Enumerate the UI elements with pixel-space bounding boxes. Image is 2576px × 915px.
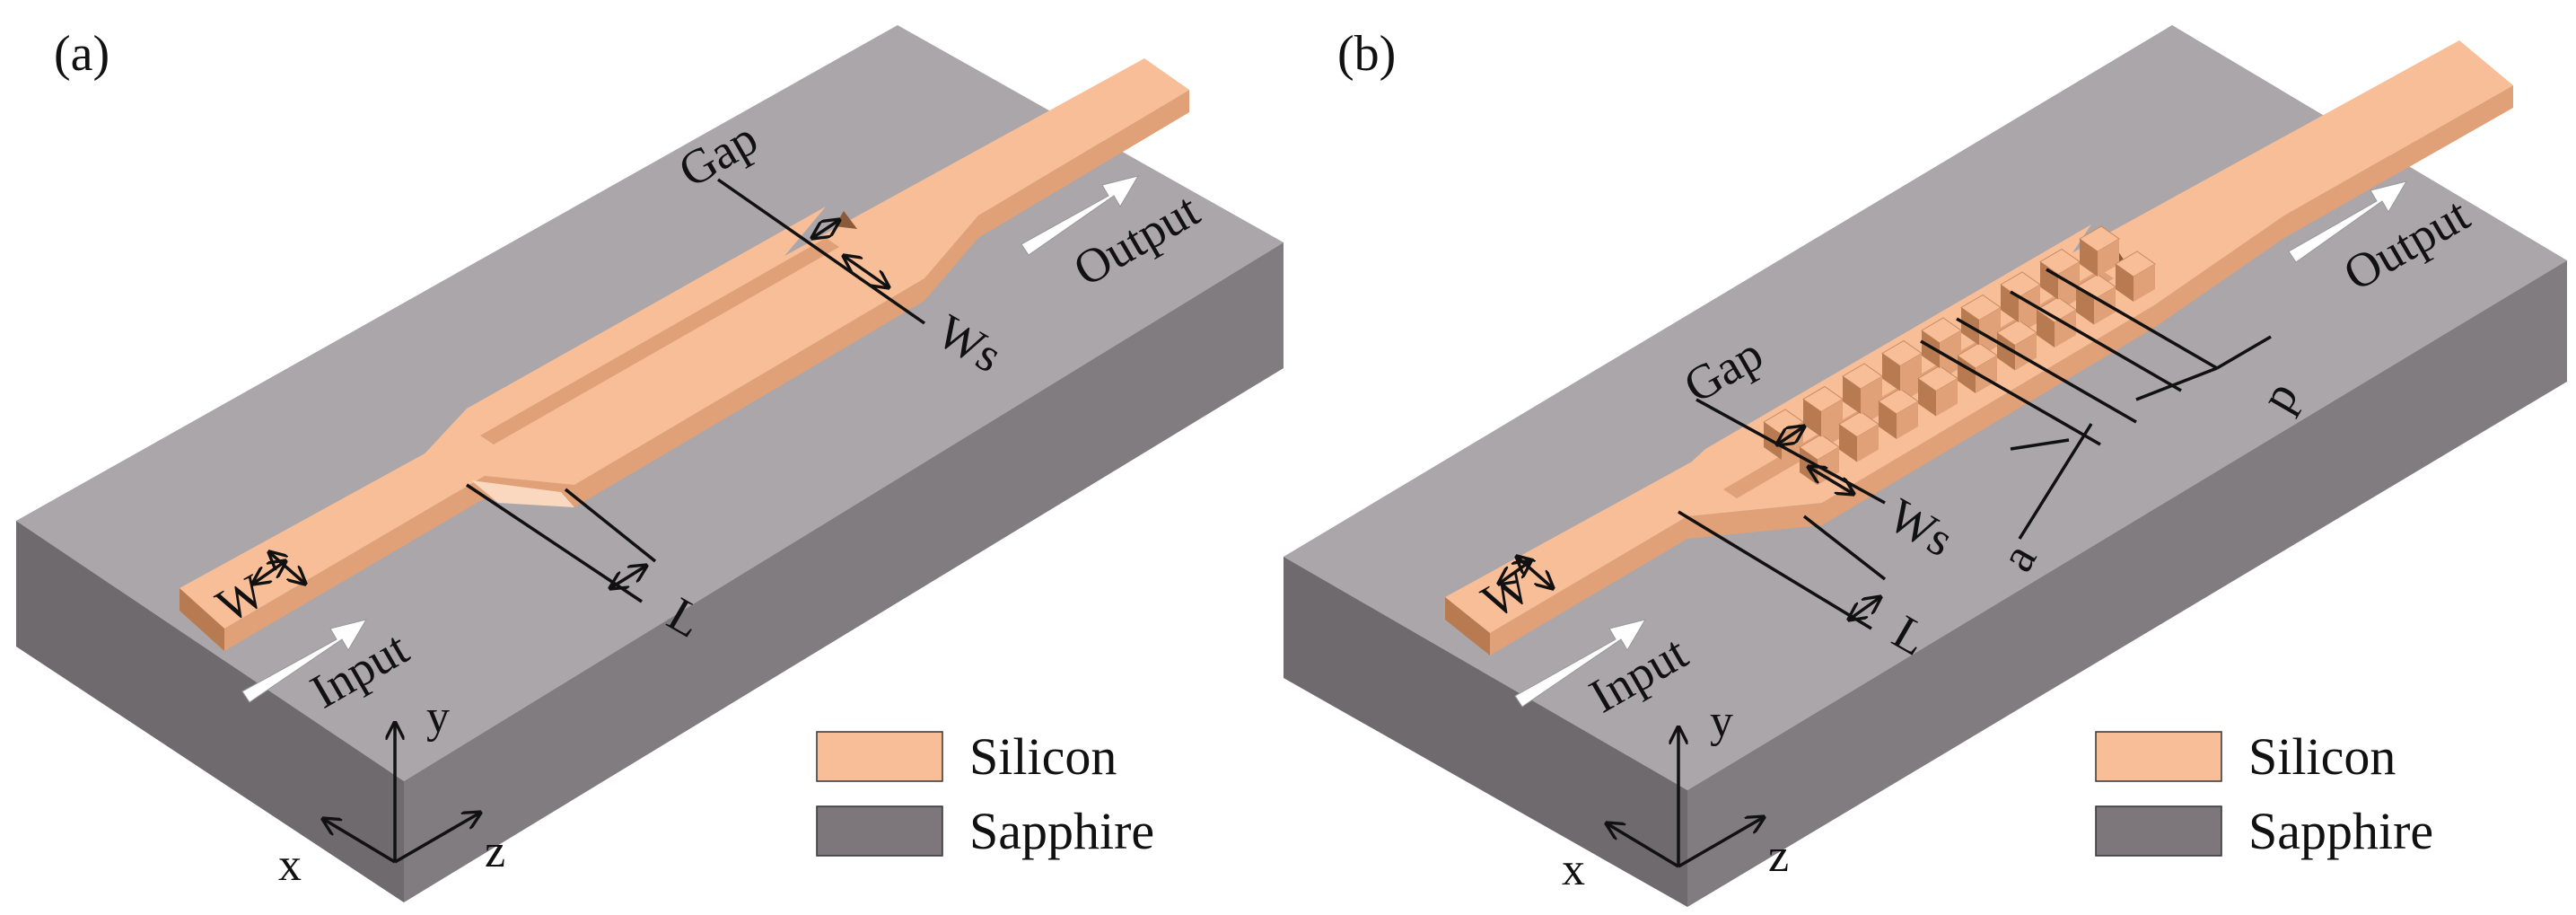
legend-label-silicon: Silicon — [969, 727, 1117, 786]
grating-tooth-face — [1843, 376, 1861, 414]
legend-swatch-silicon — [2095, 731, 2222, 782]
legend-swatch-sapphire — [2095, 805, 2222, 857]
legend-label-sapphire: Sapphire — [969, 802, 1154, 860]
coordinate-axes — [1607, 727, 1764, 868]
grating-tooth-side — [2134, 264, 2155, 302]
input-arrow — [241, 619, 368, 703]
panel-a: (a) Gap Ws W L Input Output y x z Silico… — [16, 25, 1284, 902]
grating-tooth-face — [1997, 332, 2015, 371]
dimension-lines — [1499, 268, 2272, 630]
panel-b: (b) Gap Ws W L a p Input Output y x z Si… — [1284, 25, 2567, 907]
grating-tooth-side — [2098, 239, 2119, 277]
grating-tooth-side — [1897, 401, 1918, 439]
output-arrow — [1021, 175, 1140, 256]
axis-label-z: z — [485, 826, 505, 877]
grating-tooth-face — [2116, 264, 2134, 302]
axis-label-x: x — [1562, 844, 1585, 895]
grating-tooth-side — [1857, 424, 1879, 462]
dimension-lines — [253, 178, 925, 603]
grating-tooth-side — [1821, 399, 1843, 437]
grating-tooth-face — [1918, 378, 1936, 417]
grating-tooth-face — [2037, 310, 2055, 348]
grating-tooth-side — [1861, 376, 1882, 414]
legend-label-silicon: Silicon — [2248, 727, 2396, 786]
axis-label-z: z — [1768, 831, 1789, 882]
axis-label-y: y — [1710, 696, 1733, 747]
axis-label-x: x — [278, 840, 302, 891]
panel-label: (a) — [54, 26, 110, 82]
grating-tooth-face — [1922, 330, 1940, 368]
grating-tooth-face — [1879, 401, 1897, 439]
grating-tooth-face — [2040, 261, 2058, 300]
coordinate-axes — [323, 723, 480, 864]
legend-swatch-silicon — [816, 731, 943, 782]
grating-tooth-side — [1976, 356, 1997, 393]
axis-label-y: y — [426, 691, 450, 743]
grating-tooth-face — [2076, 286, 2094, 325]
grating-tooth-side — [1936, 378, 1958, 417]
grating-tooth-side — [1900, 353, 1922, 392]
grating-tooth-face — [1839, 424, 1857, 462]
silicon-waveguide — [180, 58, 1189, 651]
input-arrow — [1514, 619, 1647, 708]
grating-tooth-side — [2094, 286, 2116, 325]
legend-label-sapphire: Sapphire — [2248, 802, 2433, 860]
grating-tooth-face — [2080, 239, 2098, 277]
legend-swatch-sapphire — [816, 805, 943, 857]
panel-label: (b) — [1337, 26, 1396, 82]
output-arrow — [2288, 180, 2408, 263]
grating-tooth-face — [1882, 353, 1900, 392]
grating-tooth-side — [1940, 330, 1961, 368]
